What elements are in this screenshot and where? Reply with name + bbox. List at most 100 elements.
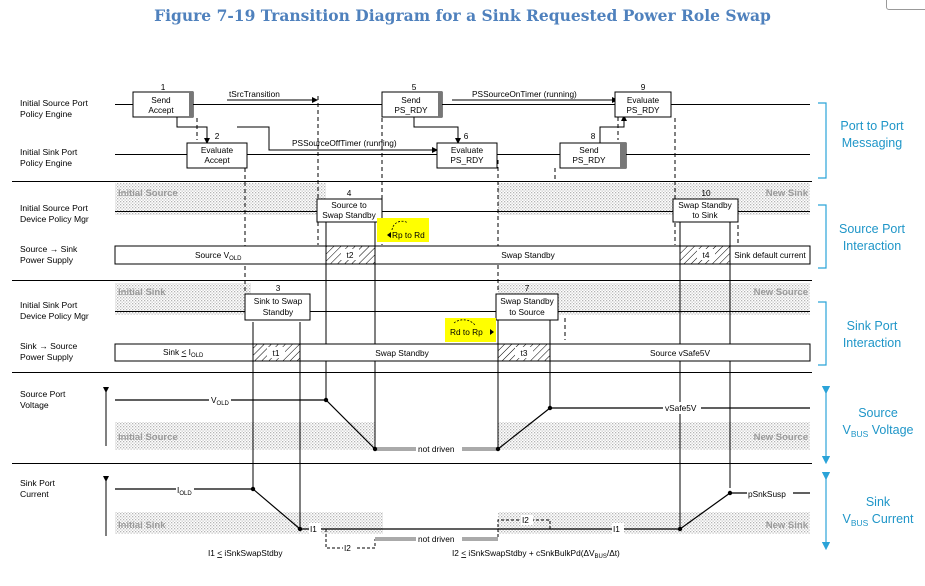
- note-i1-a: I1: [208, 548, 217, 558]
- dot: [372, 446, 378, 452]
- t1-label-bg: [267, 347, 285, 358]
- highlight-rd-to-rp: [445, 318, 496, 342]
- step-label-8b: PS_RDY: [572, 155, 606, 165]
- step-box-2: [186, 142, 248, 169]
- step-label-10a: Swap Standby: [678, 200, 732, 210]
- timer-labels: tSrcTransition PSSourceOffTimer (running…: [229, 89, 577, 148]
- wave-iold-main: I: [177, 485, 179, 495]
- row-label-src-v-1: Source Port: [20, 389, 66, 399]
- zone-initial-source-dpm: [115, 183, 326, 215]
- message-arrows: [176, 97, 627, 153]
- group-snkport-2: Interaction: [843, 336, 901, 350]
- zone-label-new-source: New Source: [754, 287, 808, 298]
- row-label-snk-i-1: Sink Port: [20, 478, 55, 488]
- zone-label-initial-source-v: Initial Source: [118, 432, 178, 443]
- note-i1: I1 < iSnkSwapStdby: [208, 548, 283, 558]
- i1-label-bg-b: [612, 523, 624, 534]
- note-i2-a: I2: [452, 548, 461, 558]
- group-vbus-i-sub: BUS: [851, 518, 869, 528]
- step-label-6a: Evaluate: [451, 145, 484, 155]
- group-brackets: [818, 102, 831, 551]
- group-vbus-v-v: V: [842, 423, 851, 437]
- zone-label-initial-sink: Initial Sink: [118, 287, 166, 298]
- vsafe5v-label-bg: [663, 402, 701, 414]
- wave-i2-b: I2: [522, 515, 529, 525]
- highlight-rd-to-rp-text: Rd to Rp: [450, 327, 483, 337]
- note-i2-e: /Δt): [607, 548, 620, 558]
- timer-tsrctransition: tSrcTransition: [229, 89, 280, 99]
- step-box-1-tab: [189, 92, 193, 117]
- step-label-7b: to Source: [509, 307, 545, 317]
- solid-connectors: [252, 218, 731, 530]
- note-i2: I2 < iSnkSwapStdby + cSnkBulkPd(ΔVBUS/Δt…: [452, 548, 620, 560]
- snk-supply-swap-standby: Swap Standby: [375, 348, 429, 358]
- step-num-3: 3: [276, 283, 281, 293]
- timing-t3: t3: [521, 348, 528, 358]
- group-vbus-v-rest: Voltage: [868, 423, 913, 437]
- group-msg-1: Port to Port: [840, 119, 904, 133]
- group-snkport-1: Sink Port: [847, 319, 898, 333]
- zone-new-sink-dpm: [498, 183, 810, 215]
- step-label-7a: Swap Standby: [500, 296, 554, 306]
- row-labels: Initial Source Port Policy Engine Initia…: [20, 98, 89, 499]
- zone-initial-sink-dpm: [115, 283, 251, 315]
- zone-label-new-sink-i: New Sink: [766, 520, 809, 531]
- iold-label-bg: [176, 484, 194, 496]
- i2-label-bg-a: [343, 543, 355, 553]
- i2-dashed-1: [325, 529, 376, 549]
- highlight-rp-to-rd-text: Rp to Rd: [392, 230, 425, 240]
- i1-label-bg-a: [309, 523, 321, 534]
- rp-to-rd-curl: [391, 220, 409, 231]
- step-label-6b: PS_RDY: [450, 155, 484, 165]
- group-vbus-i-v: V: [843, 512, 852, 526]
- step-label-2a: Evaluate: [201, 145, 234, 155]
- row-label-src-pe-2: Policy Engine: [20, 109, 72, 119]
- wave-not-driven-v: not driven: [418, 444, 455, 454]
- snk-supply-sink-iold-c: I: [186, 347, 191, 357]
- dot: [677, 526, 683, 532]
- step-num-8: 8: [591, 131, 596, 141]
- wave-not-driven-i: not driven: [418, 534, 455, 544]
- bottom-notes: I1 < iSnkSwapStdby I2 < iSnkSwapStdby + …: [208, 548, 620, 560]
- zone-label-initial-source: Initial Source: [118, 188, 178, 199]
- group-vbus-v-2: VBUS Voltage: [842, 423, 913, 439]
- step-box-10: [672, 198, 739, 223]
- timing-t2: t2: [347, 250, 354, 260]
- step-num-10: 10: [701, 188, 711, 198]
- step-box-5-tab: [438, 92, 442, 117]
- row-label-snk-dpm-2: Device Policy Mgr: [20, 311, 89, 321]
- bracket-msg: [818, 102, 827, 179]
- group-vbus-i-2: VBUS Current: [843, 512, 915, 528]
- src-supply-source-vold-sub: OLD: [229, 256, 242, 262]
- rd-to-rp-arrowhead: [490, 329, 494, 335]
- step-label-10b: to Sink: [692, 210, 718, 220]
- sink-current-waveform: IOLD I1 I1 I2 I2 not driven pSnkSusp: [103, 476, 810, 553]
- snk-supply-sink-iold-a: Sink: [163, 347, 181, 357]
- src-supply-sink-default: Sink default current: [734, 250, 806, 260]
- zone-label-initial-sink-i: Initial Sink: [118, 520, 166, 531]
- note-i1-c: iSnkSwapStdby: [222, 548, 283, 558]
- timing-t4: t4: [703, 250, 710, 260]
- step-box-5: [381, 91, 443, 118]
- step-box-4: [316, 198, 383, 223]
- corner-widget: [886, 0, 925, 10]
- note-i2-b: <: [461, 548, 466, 558]
- row-label-src-ps-2: Power Supply: [20, 255, 74, 265]
- note-i2-c: iSnkSwapStdby + cSnkBulkPd(ΔV: [466, 548, 595, 558]
- step-label-2b: Accept: [204, 155, 230, 165]
- zone-label-new-source-v: New Source: [754, 432, 808, 443]
- row-label-src-v-2: Voltage: [20, 400, 49, 410]
- wave-vold-main: V: [211, 395, 217, 405]
- figure-title: Figure 7-19 Transition Diagram for a Sin…: [154, 6, 771, 25]
- current-trace: [115, 488, 810, 530]
- group-msg-2: Messaging: [842, 136, 902, 150]
- group-vbus-v-sub: BUS: [851, 429, 869, 439]
- timer-pssourceontimer: PSSourceOnTimer (running): [472, 89, 577, 99]
- wave-i1-a: I1: [310, 524, 317, 534]
- zone-initial-source-v: [115, 422, 375, 450]
- step-num-2: 2: [215, 131, 220, 141]
- dot: [495, 446, 501, 452]
- step-num-4: 4: [347, 188, 352, 198]
- snk-supply-sink-iold: Sink < IOLD: [163, 347, 204, 359]
- t3-label-bg: [515, 347, 533, 358]
